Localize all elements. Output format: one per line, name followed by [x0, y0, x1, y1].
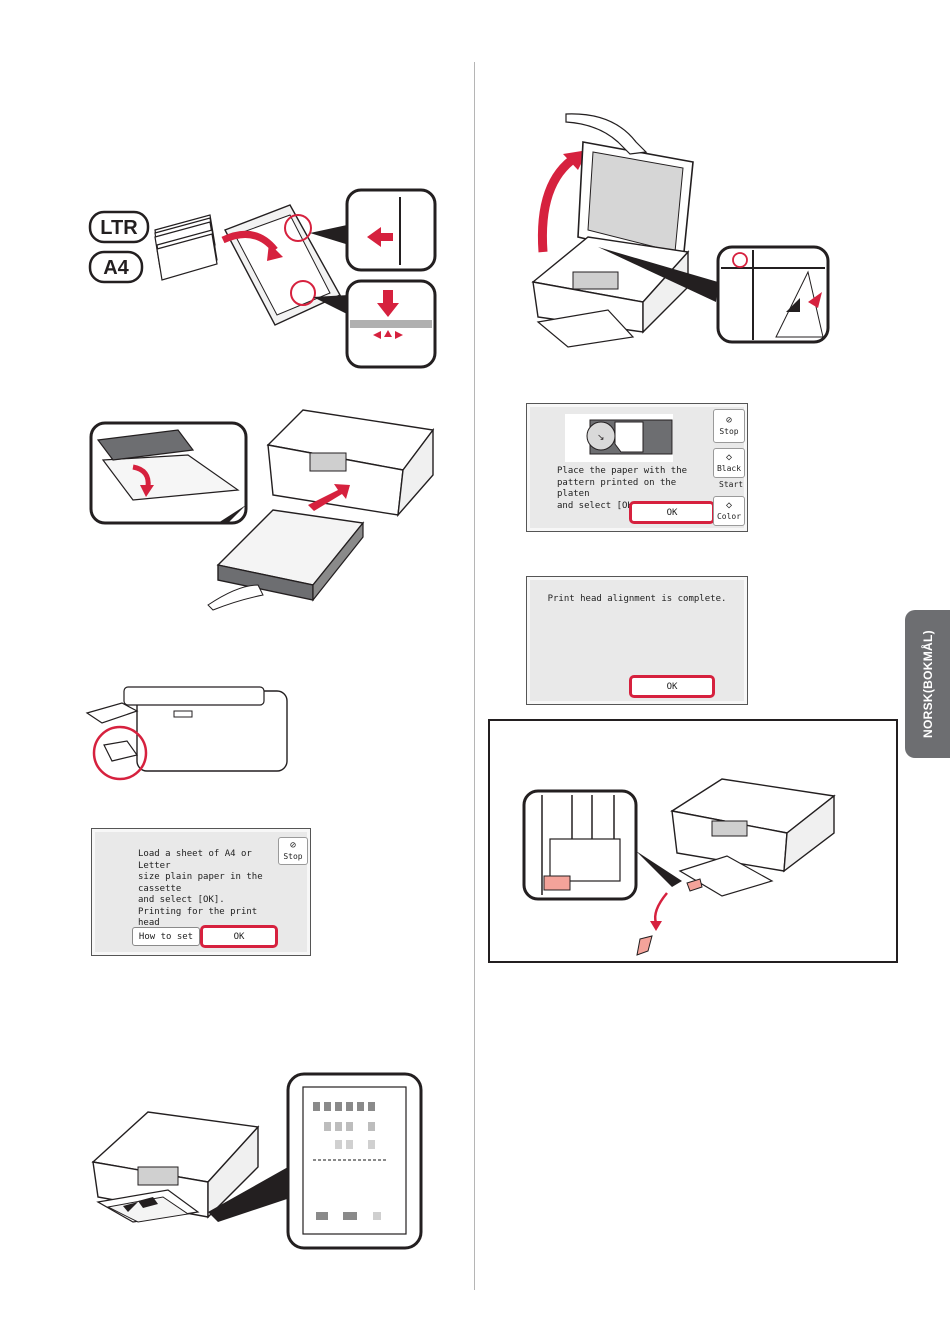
slide-arrow-icon	[367, 227, 393, 247]
color-start-button[interactable]: ◇ Color	[713, 496, 745, 526]
ltr-label: LTR	[100, 217, 138, 239]
start-label: Start	[719, 480, 744, 489]
svg-text:↘: ↘	[597, 432, 605, 442]
how-to-set-button[interactable]: How to set	[132, 927, 200, 946]
place-pattern-screen: ↘ Place the paper with the pattern print…	[526, 403, 748, 532]
scanner-lid-illustration	[531, 113, 830, 348]
ok-button[interactable]: OK	[631, 677, 713, 696]
push-arrow-icon	[308, 484, 350, 511]
pattern-print-illustration	[91, 1072, 423, 1250]
open-lid-arrow-icon	[537, 153, 579, 253]
tape-strip	[636, 935, 653, 956]
stop-icon: ⊘	[289, 840, 297, 851]
stop-button[interactable]: ⊘ Stop	[713, 409, 745, 443]
pull-tape-arrow-icon	[653, 892, 668, 924]
language-side-tab: NORSK(BOKMÅL)	[905, 610, 950, 758]
guide-detail-box	[345, 188, 437, 272]
tape-removal-illustration	[522, 778, 836, 956]
start-icon: ◇	[725, 500, 733, 511]
language-label: NORSK(BOKMÅL)	[920, 630, 935, 738]
a4-badge	[88, 250, 144, 284]
ok-button[interactable]: OK	[631, 503, 713, 522]
cassette-insert-illustration	[89, 409, 435, 611]
paper-out-arrow-icon	[123, 1197, 158, 1212]
tape-removal-box	[488, 719, 898, 963]
stop-button[interactable]: ⊘ Stop	[278, 837, 308, 865]
paper-loading-illustration: LTR A4	[88, 188, 437, 369]
output-tray-illustration	[85, 686, 288, 781]
down-arrow-icon	[377, 290, 399, 317]
load-paper-screen: Load a sheet of A4 or Letter size plain …	[91, 828, 311, 956]
stop-icon: ⊘	[725, 415, 733, 426]
paper-stack-icon	[154, 214, 218, 281]
ltr-badge	[88, 210, 150, 244]
a4-label: A4	[103, 257, 129, 279]
alignment-complete-screen: Print head alignment is complete. OK	[526, 576, 748, 705]
alignment-complete-message: Print head alignment is complete.	[547, 594, 727, 604]
platen-placement-icon: ↘	[565, 414, 673, 462]
ok-button[interactable]: OK	[202, 927, 276, 946]
place-pattern-message: Place the paper with the pattern printed…	[557, 466, 688, 511]
start-icon: ◇	[725, 452, 733, 463]
black-start-button[interactable]: ◇ Black	[713, 448, 745, 478]
column-divider	[474, 62, 475, 1290]
